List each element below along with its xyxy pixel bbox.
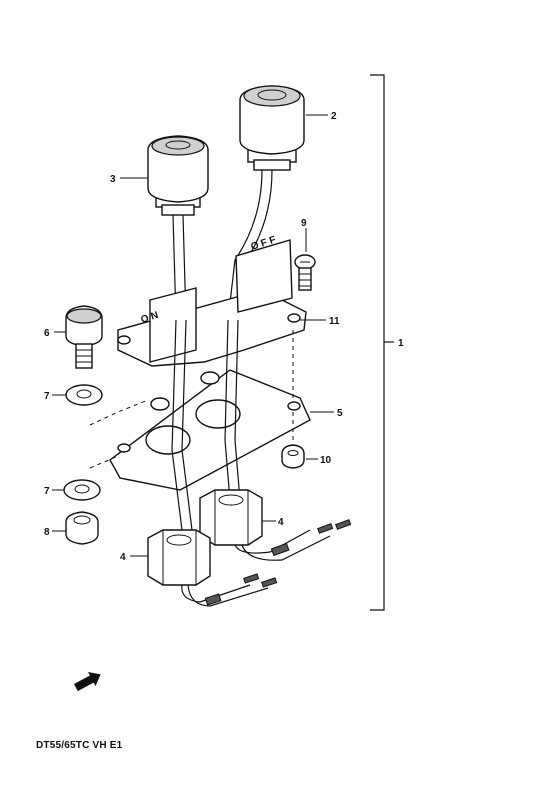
callout-4-left: 4 xyxy=(120,552,126,563)
callout-labels: 1 2 3 4 4 5 6 7 7 8 9 10 11 xyxy=(44,111,404,563)
nut-10 xyxy=(281,444,305,469)
callout-10: 10 xyxy=(320,455,332,466)
washer-7-lower xyxy=(63,479,101,501)
bolt-6 xyxy=(65,305,103,369)
callout-5: 5 xyxy=(337,408,343,419)
washer-7-upper xyxy=(65,384,103,406)
assembly-bracket xyxy=(370,74,394,611)
callout-8: 8 xyxy=(44,527,50,538)
callout-6: 6 xyxy=(44,328,50,339)
screw-9 xyxy=(294,254,316,291)
callout-2: 2 xyxy=(331,111,337,122)
cable-bundle xyxy=(171,319,241,531)
svg-text:O N: O N xyxy=(140,310,160,326)
wire-leads xyxy=(181,519,352,607)
nut-8 xyxy=(65,511,99,545)
nut-4-right xyxy=(199,489,263,546)
callout-1: 1 xyxy=(398,338,404,349)
callout-11: 11 xyxy=(329,316,340,327)
callout-7-upper: 7 xyxy=(44,391,50,402)
fwd-arrow-icon xyxy=(74,672,101,692)
callout-4-right: 4 xyxy=(278,517,284,528)
gasket-5 xyxy=(109,369,311,491)
callout-9: 9 xyxy=(301,218,307,229)
leader-lines xyxy=(52,114,334,557)
model-code: DT55/65TC VH E1 xyxy=(36,740,123,751)
nut-4-left xyxy=(147,529,211,586)
alignment-lines xyxy=(89,330,294,469)
callout-3: 3 xyxy=(110,174,116,185)
gauge-3 xyxy=(147,135,209,321)
bracket-11: O N O F F xyxy=(117,234,307,367)
callout-7-lower: 7 xyxy=(44,486,50,497)
